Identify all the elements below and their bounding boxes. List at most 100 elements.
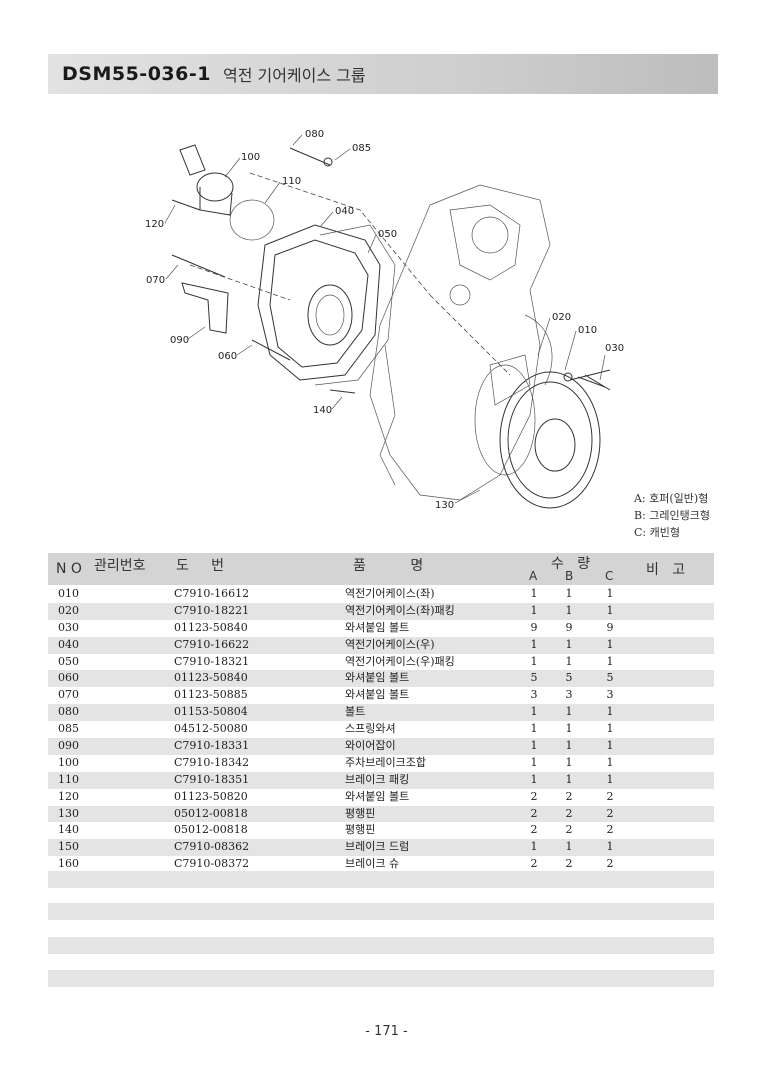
row-qty-a: 1 bbox=[530, 587, 538, 600]
col-qty-c: C bbox=[605, 569, 614, 583]
callout-060: 060 bbox=[218, 351, 237, 362]
row-qty-a: 2 bbox=[530, 806, 538, 820]
row-qty-a: 2 bbox=[530, 789, 538, 803]
row-qty-a: 5 bbox=[530, 671, 538, 685]
row-qty-b: 2 bbox=[565, 789, 573, 803]
row-no: 150 bbox=[58, 840, 79, 854]
row-part-name: 브레이크 드럼 bbox=[345, 840, 410, 854]
blank-row bbox=[48, 903, 714, 920]
row-qty-a: 1 bbox=[530, 772, 538, 786]
row-qty-b: 1 bbox=[565, 587, 573, 600]
callout-085: 085 bbox=[352, 143, 371, 154]
row-qty-c: 1 bbox=[606, 587, 614, 600]
row-qty-c: 1 bbox=[606, 739, 614, 753]
row-no: 040 bbox=[58, 637, 79, 651]
row-qty-c: 2 bbox=[606, 857, 614, 871]
callout-070: 070 bbox=[146, 275, 165, 286]
row-part-name: 와이어잡이 bbox=[345, 739, 396, 753]
callout-030: 030 bbox=[605, 343, 624, 354]
row-qty-c: 1 bbox=[606, 637, 614, 651]
row-drawing-no: 01123-50840 bbox=[174, 671, 248, 685]
row-no: 070 bbox=[58, 688, 79, 702]
row-qty-c: 3 bbox=[606, 688, 614, 702]
col-qty-b: B bbox=[565, 569, 574, 583]
col-drawing-no: 도 번 bbox=[176, 558, 225, 574]
row-no: 160 bbox=[58, 857, 79, 871]
row-drawing-no: 05012-00818 bbox=[174, 806, 248, 820]
row-qty-c: 9 bbox=[606, 620, 614, 634]
row-drawing-no: 01123-50820 bbox=[174, 789, 248, 803]
exploded-parts-diagram: 080 085 100 110 120 040 050 070 090 060 … bbox=[145, 129, 624, 511]
row-drawing-no: C7910-08372 bbox=[174, 857, 250, 871]
row-drawing-no: 01123-50885 bbox=[174, 688, 248, 702]
callout-010: 010 bbox=[578, 325, 597, 336]
callout-110: 110 bbox=[282, 176, 301, 187]
row-qty-a: 1 bbox=[530, 739, 538, 753]
row-part-name: 역전기어케이스(우) bbox=[345, 637, 435, 651]
blank-row bbox=[48, 871, 714, 888]
row-drawing-no: 04512-50080 bbox=[174, 722, 248, 736]
callout-130: 130 bbox=[435, 500, 454, 511]
row-part-name: 주차브레이크조합 bbox=[345, 755, 426, 769]
row-drawing-no: 01123-50840 bbox=[174, 620, 248, 634]
row-no: 010 bbox=[58, 587, 79, 600]
callout-140: 140 bbox=[313, 405, 332, 416]
row-part-name: 볼트 bbox=[345, 705, 366, 719]
row-no: 130 bbox=[58, 806, 79, 820]
legend-item-a: A: 호퍼(일반)형 bbox=[634, 492, 709, 505]
page-number: - 171 - bbox=[365, 1024, 408, 1039]
row-qty-b: 1 bbox=[565, 637, 573, 651]
row-qty-b: 1 bbox=[565, 705, 573, 719]
row-drawing-no: 01153-50804 bbox=[174, 705, 248, 719]
row-no: 100 bbox=[58, 755, 79, 769]
group-name: 역전 기어케이스 그룹 bbox=[222, 66, 366, 85]
parts-table-header: N O 관리번호 도 번 품 명 수 량 A B C 비 고 bbox=[48, 553, 714, 585]
col-qty-a: A bbox=[529, 569, 538, 583]
row-qty-b: 1 bbox=[565, 739, 573, 753]
col-remarks: 비 고 bbox=[646, 562, 686, 578]
row-drawing-no: C7910-18221 bbox=[174, 603, 250, 617]
row-qty-c: 5 bbox=[606, 671, 614, 685]
row-qty-b: 2 bbox=[565, 857, 573, 871]
callout-090: 090 bbox=[170, 335, 189, 346]
row-part-name: 와셔붙임 볼트 bbox=[345, 620, 410, 634]
row-drawing-no: C7910-18321 bbox=[174, 654, 250, 668]
callout-020: 020 bbox=[552, 312, 571, 323]
row-part-name: 역전기어케이스(좌)패킹 bbox=[345, 603, 455, 617]
row-drawing-no: C7910-08362 bbox=[174, 840, 250, 854]
row-qty-c: 1 bbox=[606, 722, 614, 736]
callout-100: 100 bbox=[241, 152, 260, 163]
row-qty-b: 1 bbox=[565, 840, 573, 854]
row-no: 140 bbox=[58, 823, 79, 837]
row-qty-b: 3 bbox=[565, 688, 573, 702]
row-qty-b: 1 bbox=[565, 722, 573, 736]
blank-row bbox=[48, 970, 714, 987]
row-qty-b: 1 bbox=[565, 755, 573, 769]
row-qty-a: 1 bbox=[530, 755, 538, 769]
row-part-name: 스프링와셔 bbox=[345, 722, 396, 736]
row-qty-c: 2 bbox=[606, 823, 614, 837]
row-part-name: 와셔붙임 볼트 bbox=[345, 789, 410, 803]
row-no: 050 bbox=[58, 654, 79, 668]
row-qty-c: 2 bbox=[606, 789, 614, 803]
row-qty-b: 9 bbox=[565, 620, 573, 634]
row-no: 110 bbox=[58, 772, 79, 786]
group-title-bar: DSM55-036-1 역전 기어케이스 그룹 bbox=[48, 54, 718, 94]
row-qty-c: 1 bbox=[606, 755, 614, 769]
row-qty-a: 1 bbox=[530, 722, 538, 736]
col-qty: 수 량 bbox=[551, 556, 591, 572]
